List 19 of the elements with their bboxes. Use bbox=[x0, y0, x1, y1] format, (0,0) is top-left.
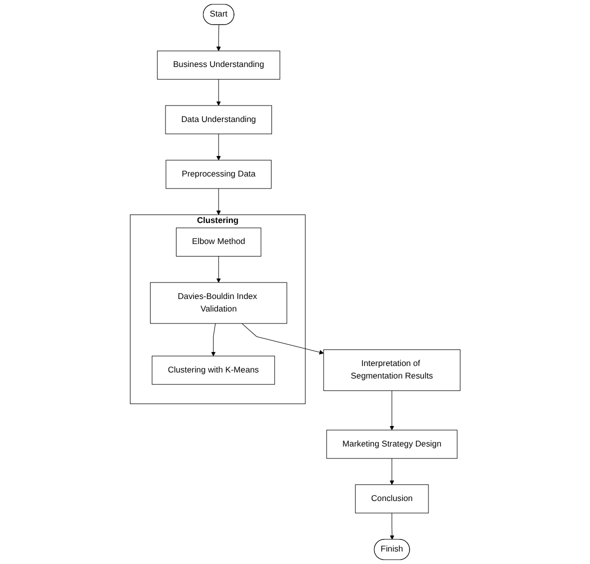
arrow bbox=[389, 458, 394, 485]
node-box: Marketing Strategy Design bbox=[326, 430, 458, 459]
arrow bbox=[390, 512, 394, 540]
arrow bbox=[241, 323, 324, 354]
arrow bbox=[389, 390, 394, 430]
node-box: Data Understanding bbox=[165, 105, 272, 134]
arrow bbox=[216, 24, 221, 52]
arrow bbox=[216, 79, 221, 106]
node-box: Preprocessing Data bbox=[166, 160, 272, 189]
node-box: Business Understanding bbox=[156, 50, 280, 80]
arrow bbox=[216, 188, 221, 215]
node-box: Interpretation of Segmentation Results bbox=[323, 349, 460, 391]
node-box: Clustering with K-Means bbox=[152, 356, 275, 385]
arrow bbox=[210, 323, 216, 356]
node-box: Davies-Bouldin Index Validation bbox=[150, 282, 287, 324]
node-box: Elbow Method bbox=[176, 228, 262, 257]
arrow bbox=[216, 134, 221, 160]
arrow bbox=[216, 256, 221, 283]
node-box: Conclusion bbox=[354, 484, 428, 514]
